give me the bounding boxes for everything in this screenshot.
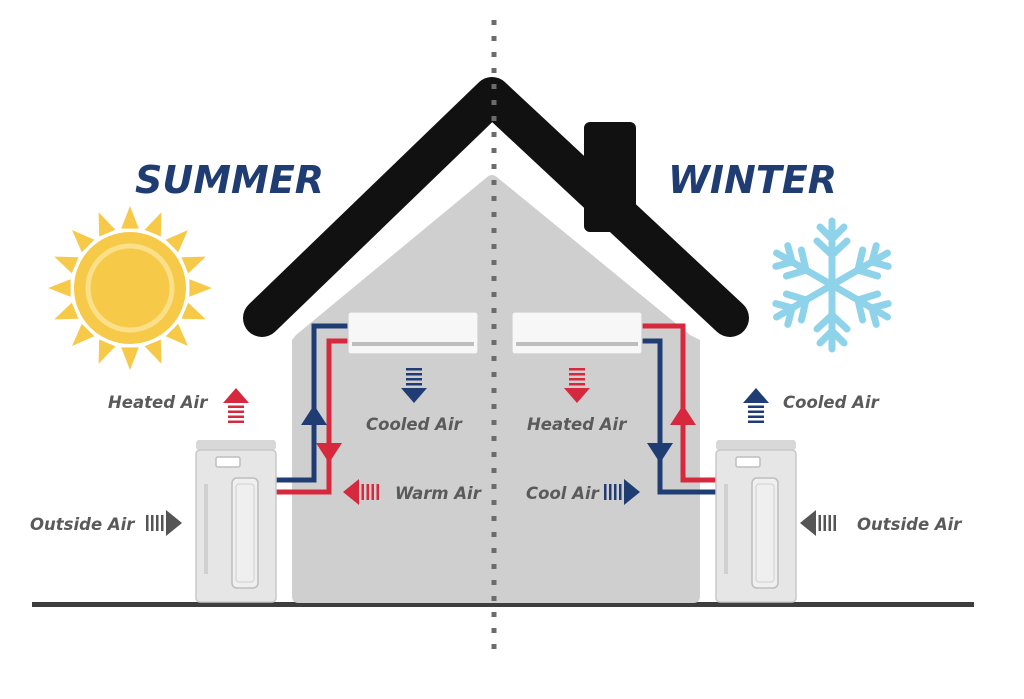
summer-indoor-unit-icon — [347, 311, 479, 355]
winter-heated-air-label: Heated Air — [527, 415, 627, 434]
heated-air-up-arrow-icon — [223, 388, 249, 423]
sun-icon — [48, 206, 212, 370]
winter-outside-air-label: Outside Air — [857, 515, 962, 534]
summer-down-arrow — [316, 443, 342, 463]
snowflake-icon — [772, 217, 892, 353]
summer-title: SUMMER — [135, 158, 324, 202]
summer-cooled-air-label: Cooled Air — [366, 415, 463, 434]
winter-cooled-air-label: Cooled Air — [783, 393, 880, 412]
winter-down-arrow — [647, 443, 673, 463]
roof — [243, 77, 749, 337]
winter-title: WINTER — [668, 158, 837, 202]
winter-up-arrow — [670, 405, 696, 425]
ground-line — [32, 602, 974, 607]
outside-air-left-arrow-icon — [800, 510, 836, 536]
cooled-air-up-arrow-icon — [743, 388, 769, 423]
winter-indoor-unit-icon — [511, 311, 643, 355]
summer-outdoor-unit-icon — [195, 439, 277, 603]
summer-outside-air-label: Outside Air — [30, 515, 135, 534]
summer-refrigerant-lines — [272, 323, 350, 495]
winter-outdoor-unit-icon — [715, 439, 797, 603]
winter-refrigerant-lines — [640, 323, 718, 495]
outside-air-right-arrow-icon — [146, 510, 182, 536]
summer-up-arrow — [301, 405, 327, 425]
winter-cool-air-label: Cool Air — [526, 484, 600, 503]
summer-heated-air-label: Heated Air — [108, 393, 208, 412]
summer-warm-air-label: Warm Air — [395, 484, 482, 503]
